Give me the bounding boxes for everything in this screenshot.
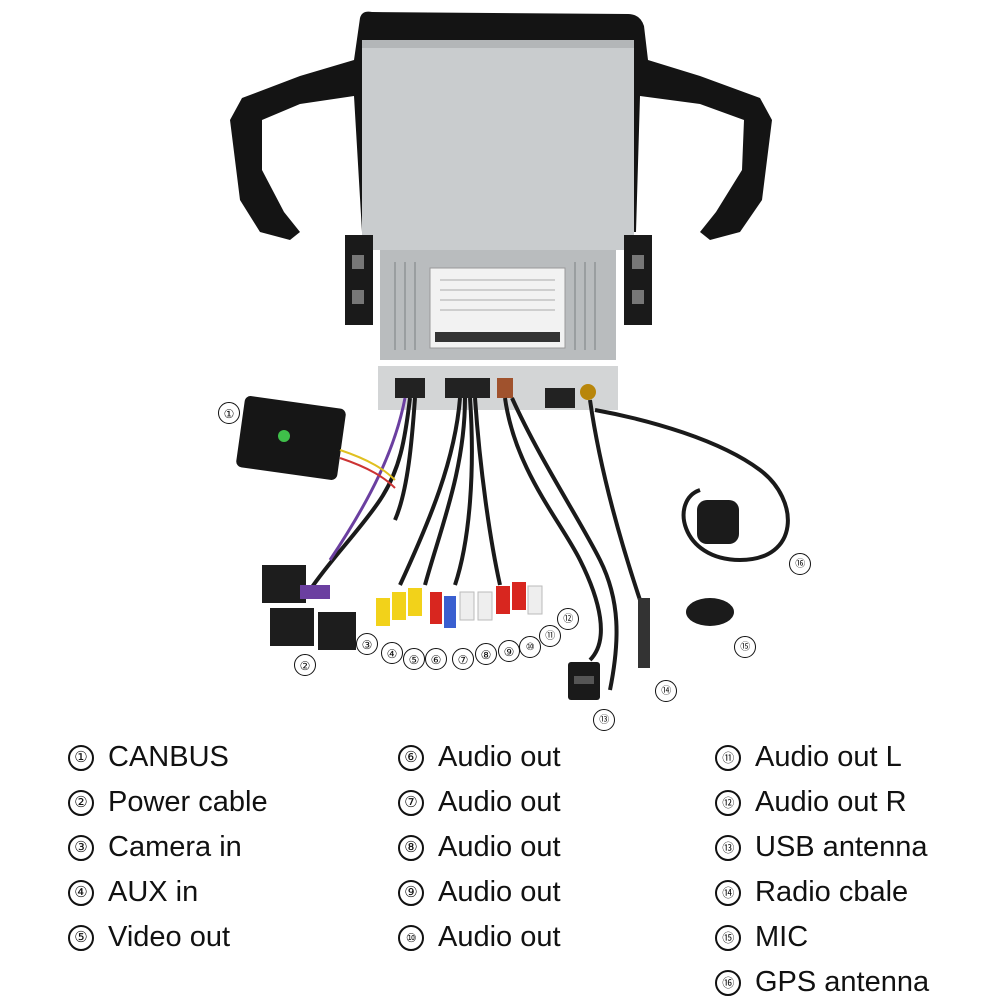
legend-item: ① CANBUS <box>68 735 268 780</box>
legend-number: ⑩ <box>398 924 424 951</box>
legend-number: ⑭ <box>715 879 741 906</box>
legend-item: ⑮ MIC <box>715 915 929 960</box>
canbus-box <box>236 396 346 480</box>
legend-item: ③ Camera in <box>68 825 268 870</box>
legend-item: ⑬ USB antenna <box>715 825 929 870</box>
legend-label: CANBUS <box>108 741 229 773</box>
legend-column-2: ⑥ Audio out ⑦ Audio out ⑧ Audio out ⑨ Audio … <box>398 735 561 960</box>
callout-10: ⑩ <box>519 636 541 658</box>
legend-label: GPS antenna <box>755 966 930 998</box>
legend-label: Audio out <box>438 876 561 908</box>
legend-label: Audio out <box>438 741 561 773</box>
callout-2: ② <box>294 654 316 676</box>
legend-item: ⑪ Audio out L <box>715 735 929 780</box>
legend-label: AUX in <box>108 876 199 908</box>
legend-label: Camera in <box>108 831 242 863</box>
callout-11: ⑪ <box>539 625 561 647</box>
legend-label: USB antenna <box>755 831 928 863</box>
power-connector-1 <box>262 565 306 603</box>
callout-12: ⑫ <box>557 608 579 630</box>
legend-label: Audio out R <box>755 786 907 818</box>
right-bracket <box>624 235 652 325</box>
callout-8: ⑧ <box>475 643 497 665</box>
legend-item: ② Power cable <box>68 780 268 825</box>
left-bracket <box>345 235 373 325</box>
legend-label: Radio cbale <box>755 876 909 908</box>
legend-number: ③ <box>68 834 94 861</box>
product-illustration <box>230 11 790 700</box>
canbus-led <box>278 430 290 442</box>
legend-number: ② <box>68 789 94 816</box>
legend-item: ⑦ Audio out <box>398 780 561 825</box>
legend-item: ⑯ GPS antenna <box>715 960 929 1005</box>
callout-7: ⑦ <box>452 648 474 670</box>
legend-item: ④ AUX in <box>68 870 268 915</box>
legend-column-3: ⑪ Audio out L ⑫ Audio out R ⑬ USB antenna ⑭… <box>715 735 929 1005</box>
callout-1: ① <box>218 402 240 424</box>
legend-number: ⑦ <box>398 789 424 816</box>
legend-label: Power cable <box>108 786 268 818</box>
legend-label: Audio out <box>438 831 561 863</box>
radio-plug <box>638 598 650 668</box>
legend-number: ⑬ <box>715 834 741 861</box>
legend-item: ⑨ Audio out <box>398 870 561 915</box>
callout-6: ⑥ <box>425 648 447 670</box>
legend-item: ⑭ Radio cbale <box>715 870 929 915</box>
legend-number: ⑪ <box>715 744 741 771</box>
legend-number: ⑮ <box>715 924 741 951</box>
legend-item: ⑤ Video out <box>68 915 268 960</box>
legend-number: ⑧ <box>398 834 424 861</box>
legend-number: ⑯ <box>715 969 741 996</box>
legend-label: Audio out L <box>755 741 902 773</box>
legend-number: ① <box>68 744 94 771</box>
callout-13: ⑬ <box>593 709 615 731</box>
legend-number: ④ <box>68 879 94 906</box>
legend-label: Video out <box>108 921 231 953</box>
callout-15: ⑮ <box>734 636 756 658</box>
power-connector-2 <box>270 608 314 646</box>
legend-label: Audio out <box>438 921 561 953</box>
legend-item: ⑥ Audio out <box>398 735 561 780</box>
power-connector-3 <box>318 612 356 650</box>
callout-16: ⑯ <box>789 553 811 575</box>
legend-number: ⑫ <box>715 789 741 816</box>
legend-item: ⑧ Audio out <box>398 825 561 870</box>
legend-label: MIC <box>755 921 809 953</box>
callout-5: ⑤ <box>403 648 425 670</box>
callout-3: ③ <box>356 633 378 655</box>
gps-antenna <box>697 500 739 544</box>
callout-9: ⑨ <box>498 640 520 662</box>
rca-plugs <box>376 582 543 628</box>
screen-panel <box>362 40 634 250</box>
callout-14: ⑭ <box>655 680 677 702</box>
legend-number: ⑨ <box>398 879 424 906</box>
mic <box>686 598 734 626</box>
legend-label: Audio out <box>438 786 561 818</box>
legend-item: ⑫ Audio out R <box>715 780 929 825</box>
legend-number: ⑤ <box>68 924 94 951</box>
legend-item: ⑩ Audio out <box>398 915 561 960</box>
legend-number: ⑥ <box>398 744 424 771</box>
callout-4: ④ <box>381 642 403 664</box>
